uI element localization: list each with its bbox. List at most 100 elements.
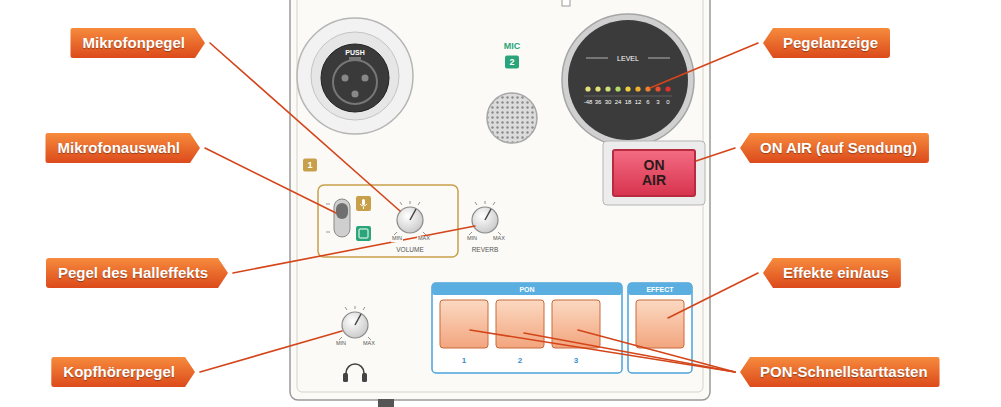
rotary-knob <box>485 209 491 220</box>
panel-label: MIN <box>335 341 347 347</box>
selector-panel <box>362 199 365 205</box>
level-led <box>595 86 600 91</box>
onair-button: ON AIR <box>612 149 696 197</box>
panel-label: 36 <box>594 99 603 105</box>
leader-line <box>470 330 735 372</box>
pon-group <box>432 283 622 373</box>
leader-line <box>200 331 342 372</box>
panel-label: PON <box>518 286 535 293</box>
knob-scale <box>394 201 426 235</box>
onair-frame <box>603 141 705 205</box>
callout-label: PON-Schnellstarttasten <box>740 357 940 387</box>
callout-label: Effekte ein/aus <box>763 258 901 288</box>
effect-group <box>636 300 684 348</box>
level-led <box>585 86 590 91</box>
onair-frame <box>603 141 705 205</box>
callout-label: Pegelanzeige <box>763 28 890 58</box>
pon-group <box>432 283 622 295</box>
level-led <box>645 86 650 91</box>
label-text: ON AIR <box>631 158 677 188</box>
label-text: Pegel des Halleffekts <box>58 264 208 281</box>
knob-scale <box>339 306 371 340</box>
panel-label: 24 <box>614 99 623 105</box>
leader-line <box>578 330 735 372</box>
xlr-jack <box>342 75 349 82</box>
panel-label: PUSH <box>344 49 365 56</box>
pon-group <box>552 300 600 348</box>
leader-line <box>668 273 758 318</box>
pon-group <box>432 283 622 373</box>
device-housing <box>297 0 703 392</box>
headphone-icon <box>346 364 364 378</box>
leader-line <box>210 43 400 211</box>
device-housing <box>378 399 394 407</box>
callout-label: Pegel des Halleffekts <box>46 258 228 288</box>
callout-number: 2 <box>505 56 519 69</box>
effect-group <box>628 283 692 295</box>
panel-label: LEVEL <box>616 55 640 62</box>
xlr-jack <box>349 57 361 60</box>
callout-label: Kopfhörerpegel <box>51 357 195 387</box>
label-text: Mikrofonpegel <box>82 34 185 51</box>
selector-panel <box>360 204 367 209</box>
panel-label: 12 <box>634 99 643 105</box>
level-meter <box>584 96 672 97</box>
level-meter <box>562 14 694 146</box>
level-led <box>605 86 610 91</box>
panel-label: -48 <box>583 99 594 105</box>
callout-label: ON AIR (auf Sendung) <box>740 133 929 163</box>
label-text: Pegelanzeige <box>783 34 878 51</box>
rotary-knob <box>397 207 423 233</box>
callout-label: Mikrofonpegel <box>70 28 205 58</box>
panel-label: MAX <box>362 341 376 347</box>
label-text: Mikrofonauswahl <box>57 139 180 156</box>
headphone-icon <box>343 364 367 382</box>
leader-line <box>205 148 336 213</box>
panel-label: 18 <box>624 99 633 105</box>
level-led <box>615 86 620 91</box>
xlr-jack <box>297 18 413 134</box>
panel-label: 6 <box>645 99 650 105</box>
panel-label: 3 <box>573 357 579 365</box>
device-housing <box>290 0 710 400</box>
rotary-knob <box>472 207 498 233</box>
leader-line <box>690 148 735 163</box>
selector-panel <box>326 204 330 205</box>
rotary-knob <box>410 209 416 220</box>
xlr-jack <box>333 60 377 104</box>
selector-panel <box>334 199 350 237</box>
headphone-icon <box>362 373 367 382</box>
level-led <box>665 86 670 91</box>
level-led <box>585 86 670 91</box>
panel-label: 2 <box>517 357 523 365</box>
xlr-jack <box>321 44 389 112</box>
panel-label: MIN <box>391 236 403 242</box>
level-led <box>625 86 630 91</box>
label-text: Kopfhörerpegel <box>63 363 175 380</box>
panel-label: MIN <box>466 236 478 242</box>
panel-label: EFFECT <box>645 286 674 293</box>
leader-line <box>524 333 735 372</box>
selector-panel <box>326 232 330 233</box>
knob-scale <box>469 201 501 235</box>
leader-line <box>233 226 475 273</box>
device-housing <box>290 0 710 407</box>
label-text: PON-Schnellstarttasten <box>760 363 928 380</box>
selector-panel <box>318 185 458 257</box>
level-led <box>635 86 640 91</box>
mic-capsule <box>487 93 537 143</box>
selector-panel <box>356 226 371 241</box>
xlr-jack <box>311 32 399 120</box>
callout-number: 1 <box>303 159 317 172</box>
device-housing <box>562 0 570 6</box>
label-text: Effekte ein/aus <box>783 264 889 281</box>
level-meter <box>648 58 670 59</box>
selector-panel <box>336 203 348 219</box>
panel-label: MAX <box>417 236 431 242</box>
panel-label: MAX <box>492 236 506 242</box>
selector-panel <box>359 229 368 238</box>
panel-label: 3 <box>655 99 660 105</box>
panel-label: 30 <box>604 99 613 105</box>
panel-label: 1 <box>461 357 467 365</box>
leader-line <box>650 43 758 88</box>
